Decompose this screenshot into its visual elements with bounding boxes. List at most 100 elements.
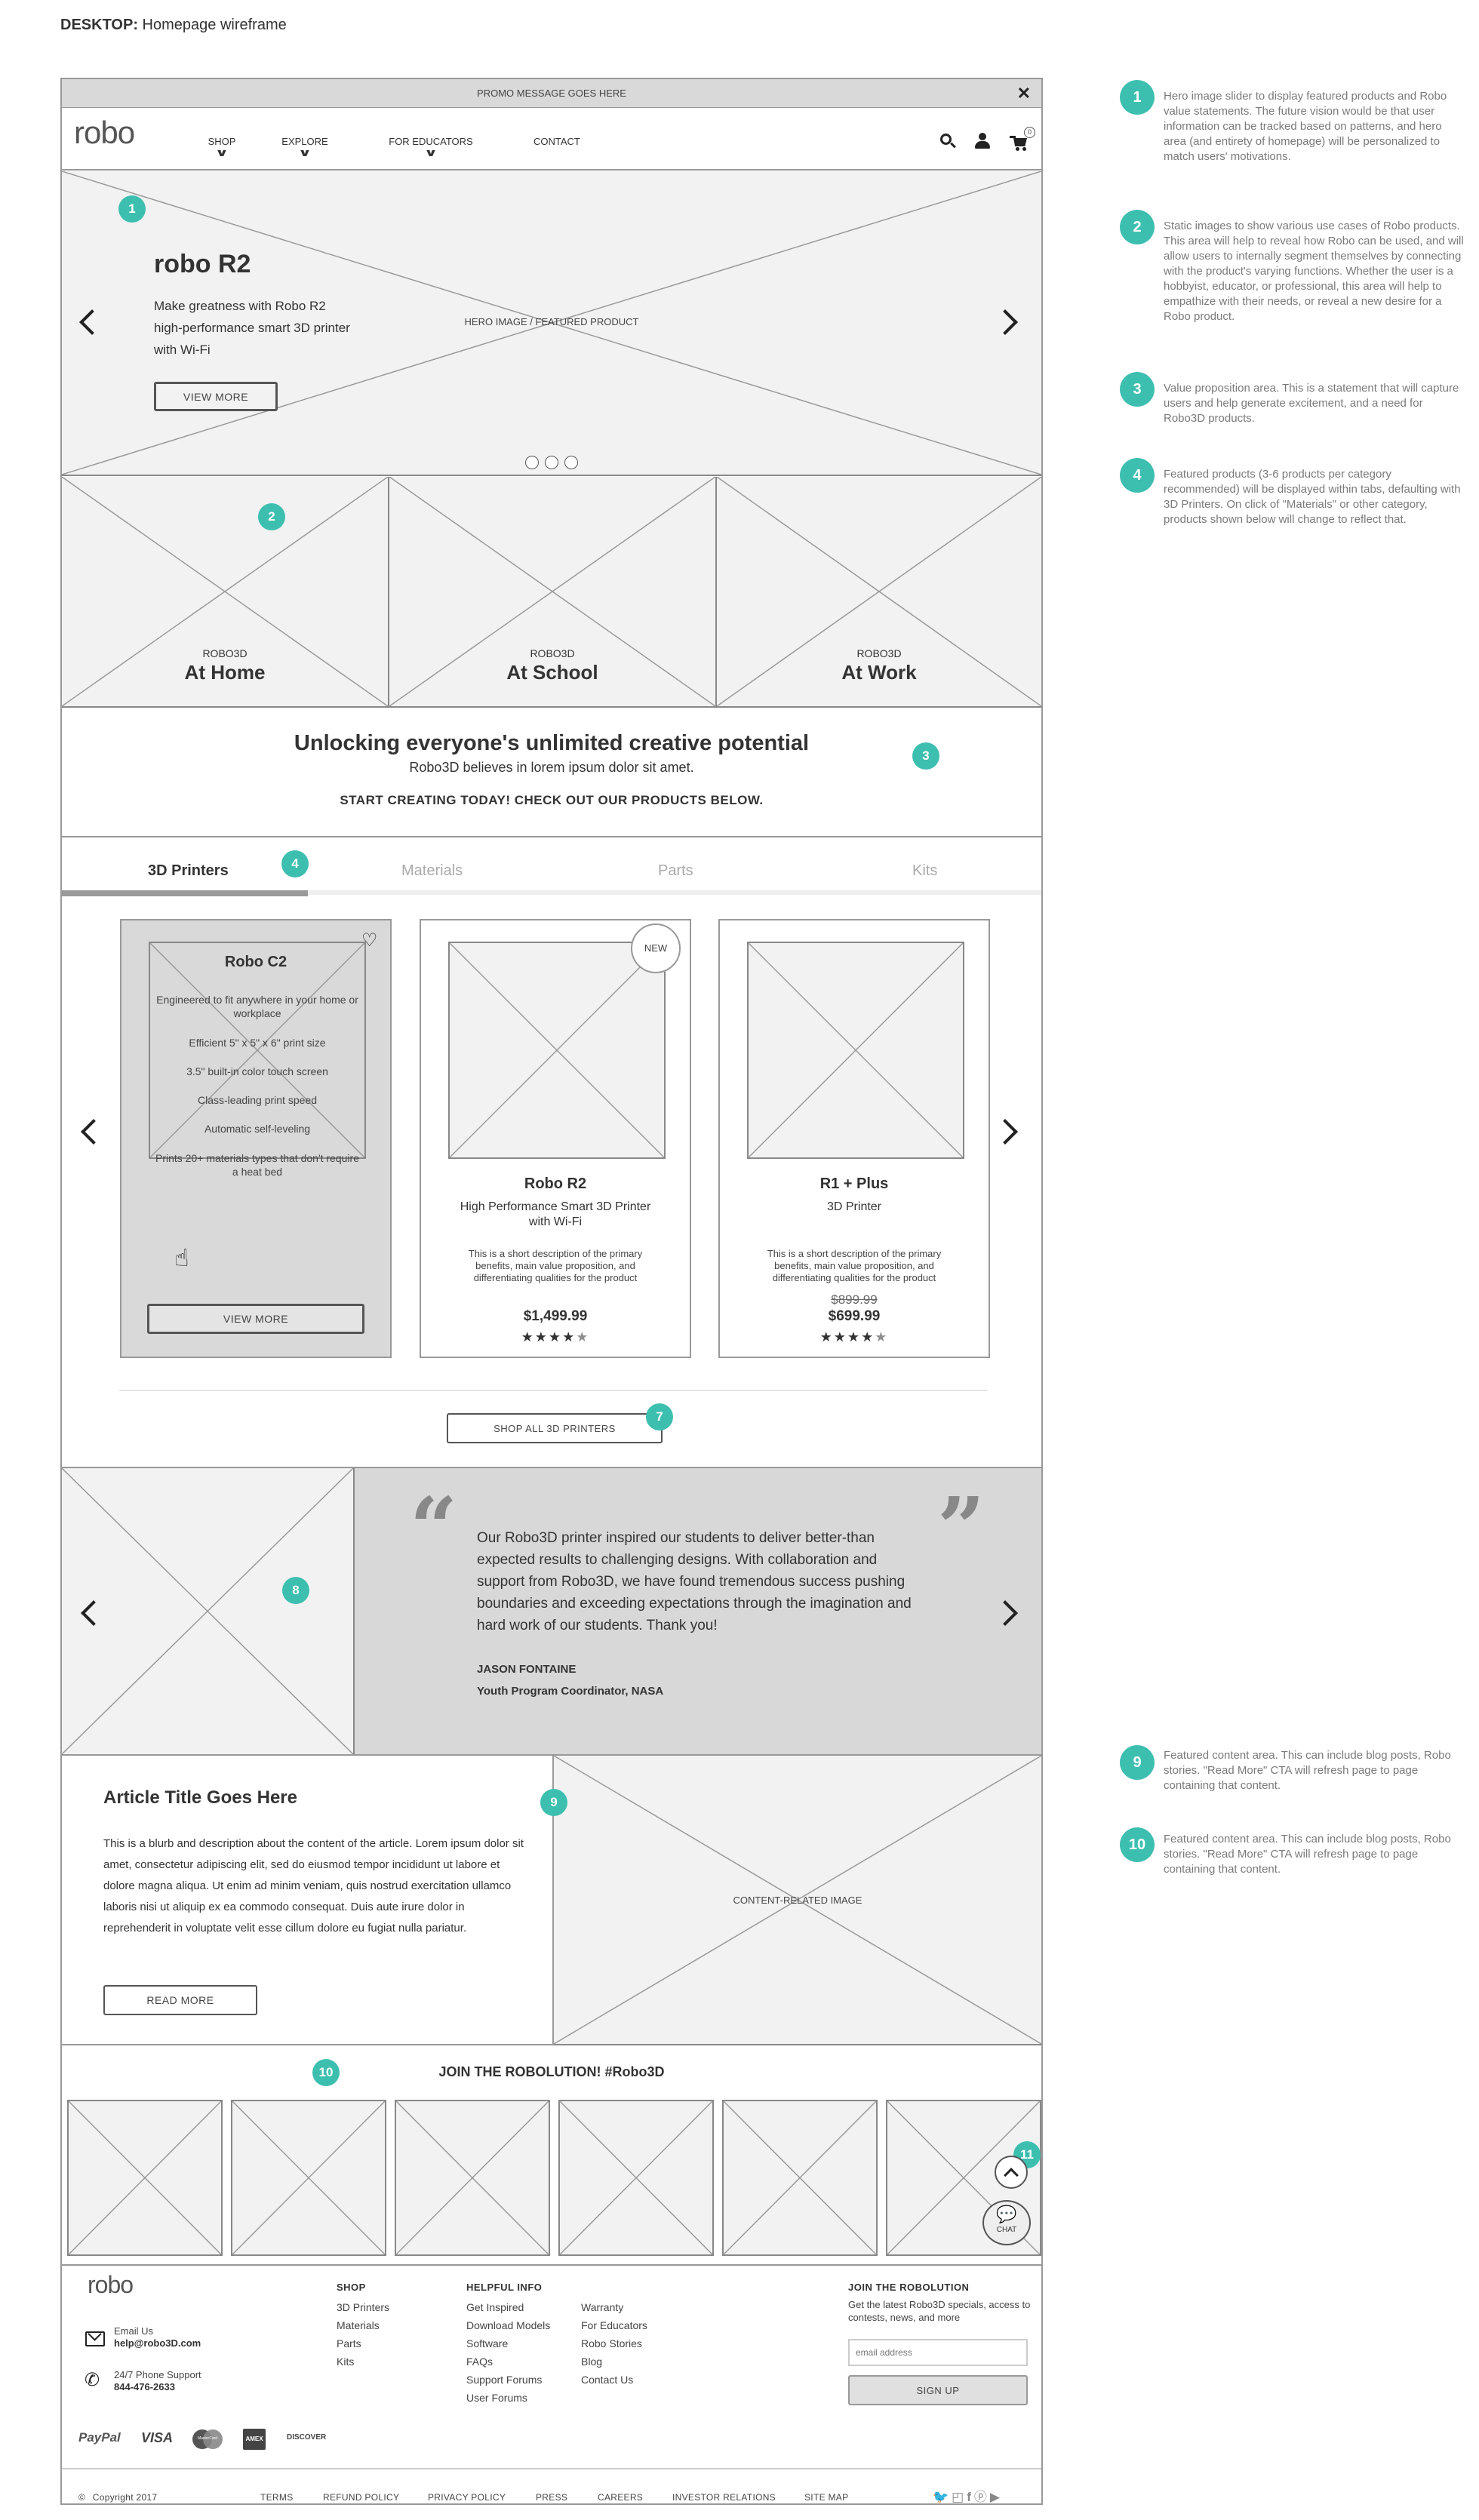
- use-case-work[interactable]: ROBO3D At Work: [717, 477, 1041, 708]
- twitter-icon[interactable]: 🐦: [933, 2490, 952, 2505]
- instagram-icon[interactable]: ◰: [952, 2490, 967, 2505]
- product-card-robo-c2[interactable]: ♡ Robo C2 Engineered to fit anywhere in …: [120, 919, 392, 1358]
- footer-link[interactable]: Software: [466, 2337, 509, 2349]
- testimonial-prev-arrow[interactable]: [80, 1600, 106, 1630]
- page-title: DESKTOP: Homepage wireframe: [60, 17, 287, 34]
- page-title-prefix: DESKTOP:: [60, 17, 138, 33]
- search-icon[interactable]: [939, 132, 957, 150]
- social-image[interactable]: [395, 2100, 550, 2256]
- footer-link[interactable]: Contact Us: [581, 2374, 634, 2386]
- legal-link-terms[interactable]: TERMS: [260, 2492, 294, 2503]
- chat-button[interactable]: 💬 CHAT: [982, 2200, 1031, 2245]
- use-case-title: At Home: [184, 661, 266, 684]
- footer-link[interactable]: Download Models: [466, 2319, 551, 2331]
- nav-label: SHOP: [208, 136, 236, 147]
- tab-materials[interactable]: Materials: [401, 862, 463, 879]
- article-title: Article Title Goes Here: [103, 1787, 297, 1808]
- footer-link[interactable]: Warranty: [581, 2301, 624, 2313]
- email-label: Email Us: [114, 2325, 154, 2337]
- legal-link-privacy-policy[interactable]: PRIVACY POLICY: [428, 2492, 506, 2503]
- social-image[interactable]: [67, 2100, 223, 2256]
- product-image-placeholder: [448, 942, 666, 1159]
- copyright: © Copyright 2017: [78, 2492, 158, 2503]
- social-heading: JOIN THE ROBOLUTION! #Robo3D: [438, 2064, 665, 2079]
- footer-logo[interactable]: robo: [88, 2271, 134, 2298]
- hero-slider: HERO IMAGE / FEATURED PRODUCT robo R2 Ma…: [62, 171, 1041, 476]
- heart-icon[interactable]: ♡: [361, 930, 378, 951]
- phone-number[interactable]: 844-476-2633: [114, 2381, 175, 2392]
- mastercard-logo-text: MasterCard: [197, 2436, 218, 2441]
- footer-link[interactable]: Materials: [337, 2319, 380, 2331]
- footer-link[interactable]: User Forums: [466, 2392, 527, 2404]
- hero-prev-arrow[interactable]: [78, 309, 105, 339]
- use-case-school[interactable]: ROBO3D At School: [389, 477, 717, 708]
- youtube-icon[interactable]: ▶: [989, 2490, 1003, 2505]
- social-image[interactable]: [231, 2100, 386, 2256]
- product-old-price: $899.99: [831, 1292, 878, 1307]
- footer-link[interactable]: Robo Stories: [581, 2337, 642, 2349]
- featured-article: Article Title Goes Here This is a blurb …: [62, 1756, 554, 2045]
- pinterest-icon[interactable]: ⓟ: [973, 2490, 990, 2505]
- legal-link-refund-policy[interactable]: REFUND POLICY: [323, 2492, 400, 2503]
- legal-link-careers[interactable]: CAREERS: [598, 2492, 644, 2503]
- footer-link[interactable]: Kits: [337, 2356, 355, 2368]
- footer-helpful-heading: HELPFUL INFO: [466, 2282, 543, 2293]
- product-feature: Efficient 5" x 5" x 6" print size: [189, 1037, 326, 1049]
- product-card-robo-r2[interactable]: NEW Robo R2 High Performance Smart 3D Pr…: [420, 919, 691, 1358]
- facebook-icon[interactable]: f: [967, 2490, 974, 2504]
- cart-icon[interactable]: 0: [1010, 127, 1035, 152]
- product-view-more-button[interactable]: VIEW MORE: [147, 1304, 364, 1334]
- product-card-r1-plus[interactable]: R1 + Plus 3D Printer This is a short des…: [718, 919, 990, 1358]
- legal-link-investor-relations[interactable]: INVESTOR RELATIONS: [672, 2492, 776, 2503]
- close-icon[interactable]: ✕: [1016, 84, 1031, 103]
- hero-next-arrow[interactable]: [992, 309, 1022, 339]
- read-more-button[interactable]: READ MORE: [103, 1985, 257, 2015]
- slider-dot-2[interactable]: [545, 456, 558, 469]
- slider-dot-1[interactable]: [525, 456, 539, 469]
- footer-link[interactable]: For Educators: [581, 2319, 647, 2331]
- footer-link[interactable]: Blog: [581, 2356, 603, 2368]
- tab-parts[interactable]: Parts: [658, 862, 693, 879]
- tab-kits[interactable]: Kits: [912, 862, 938, 879]
- social-image[interactable]: [722, 2100, 878, 2256]
- back-to-top-button[interactable]: [995, 2156, 1028, 2189]
- note-9: Featured content area. This can include …: [1164, 1749, 1451, 1792]
- legal-link-site-map[interactable]: SITE MAP: [804, 2492, 849, 2503]
- tab-3d-printers[interactable]: 3D Printers: [148, 862, 229, 879]
- nav-item-explore[interactable]: EXPLORE ∨: [275, 136, 335, 159]
- nav-item-contact[interactable]: CONTACT: [533, 136, 594, 147]
- close-quote-icon: ”: [937, 1479, 985, 1576]
- product-description: This is a short description of the prima…: [767, 1248, 942, 1283]
- newsletter-email-input[interactable]: [848, 2339, 1028, 2366]
- footer-divider: [62, 2468, 1041, 2469]
- amex-logo-text: AMEX: [245, 2435, 263, 2442]
- newsletter-signup-button[interactable]: SIGN UP: [848, 2375, 1028, 2405]
- email-address[interactable]: help@robo3D.com: [114, 2337, 201, 2349]
- site-logo[interactable]: robo: [74, 115, 135, 150]
- footer: [62, 2264, 1041, 2503]
- testimonial-next-arrow[interactable]: [992, 1600, 1022, 1630]
- legal-link-press[interactable]: PRESS: [536, 2492, 568, 2503]
- value-prop-cta: START CREATING TODAY! CHECK OUT OUR PROD…: [340, 793, 764, 807]
- product-feature: Class-leading print speed: [198, 1094, 317, 1106]
- product-name: R1 + Plus: [819, 1175, 889, 1192]
- footer-link[interactable]: Parts: [337, 2337, 361, 2349]
- shop-all-button[interactable]: SHOP ALL 3D PRINTERS: [447, 1413, 663, 1443]
- phone-icon: ✆: [85, 2369, 100, 2390]
- products-prev-arrow[interactable]: [80, 1118, 106, 1148]
- footer-link[interactable]: Support Forums: [466, 2374, 543, 2386]
- slider-dot-3[interactable]: [564, 456, 578, 469]
- user-icon[interactable]: [974, 133, 991, 149]
- article-body: This is a blurb and description about th…: [103, 1837, 524, 1935]
- footer-shop-links: 3D Printers Materials Parts Kits: [337, 2298, 389, 2371]
- social-image[interactable]: [558, 2100, 714, 2256]
- products-next-arrow[interactable]: [992, 1118, 1022, 1148]
- nav-item-for-educators[interactable]: FOR EDUCATORS ∨: [382, 136, 480, 159]
- footer-link[interactable]: FAQs: [466, 2356, 494, 2368]
- hero-view-more-button[interactable]: VIEW MORE: [154, 382, 278, 411]
- footer-link[interactable]: 3D Printers: [337, 2301, 390, 2313]
- use-case-home[interactable]: ROBO3D At Home: [62, 477, 389, 708]
- footer-link[interactable]: Get Inspired: [466, 2301, 524, 2313]
- value-prop-headline: Unlocking everyone's unlimited creative …: [294, 731, 810, 755]
- nav-item-shop[interactable]: SHOP ∨: [199, 136, 244, 159]
